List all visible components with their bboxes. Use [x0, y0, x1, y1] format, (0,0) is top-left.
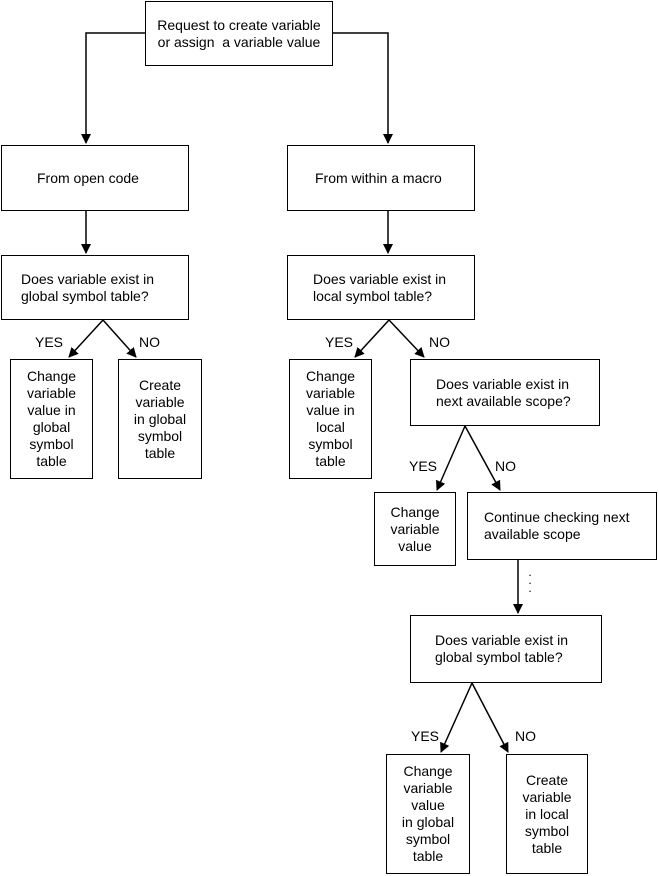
node-text: next available scope?	[436, 392, 571, 409]
node-text: table	[412, 848, 444, 864]
change-variable-value-box: Change variable value	[374, 492, 456, 566]
arrow-global-q1-no	[102, 319, 137, 358]
arrow-global-q2-no	[471, 682, 509, 753]
node-text: Change	[305, 368, 356, 384]
ellipsis-dots: . . .	[527, 565, 533, 595]
node-text: local symbol table?	[313, 287, 433, 304]
node-text: Change	[26, 368, 77, 384]
node-text: global symbol table?	[21, 287, 149, 304]
node-text: variable	[403, 780, 453, 796]
node-text: global	[32, 419, 71, 435]
node-text: symbol	[29, 436, 74, 452]
node-text: value	[411, 797, 445, 813]
arrow-request-to-open-code	[81, 32, 145, 144]
arrow-next-scope-no	[464, 425, 501, 491]
next-scope-question-box: Does variable exist in next available sc…	[410, 359, 600, 426]
no-label: NO	[139, 334, 160, 350]
global-symbol-table-question-box-2: Does variable exist in global symbol tab…	[410, 615, 602, 683]
macro-box: From within a macro	[287, 145, 475, 211]
node-text: or assign a variable value	[157, 33, 321, 50]
yes-label: YES	[411, 728, 440, 744]
open-code-box: From open code	[1, 145, 189, 211]
yes-label: YES	[325, 334, 354, 350]
node-text: variable	[26, 385, 77, 401]
node-text: local	[316, 419, 345, 435]
node-text: table	[36, 453, 67, 469]
request-box: Request to create variable or assign a v…	[145, 1, 333, 66]
local-symbol-table-question-box: Does variable exist in local symbol tabl…	[287, 255, 475, 320]
arrow-global-q1-yes	[68, 319, 104, 358]
node-text: value in	[27, 402, 76, 418]
continue-checking-box: Continue checking next available scope	[467, 492, 657, 560]
node-text: symbol	[524, 822, 570, 839]
node-text: table	[315, 453, 346, 469]
node-text: Change	[403, 763, 453, 779]
create-global-variable-box: Create variable in global symbol table	[118, 359, 202, 479]
change-global-value-box-2: Change variable value in global symbol t…	[386, 754, 470, 874]
node-text: value	[398, 537, 432, 554]
yes-label: YES	[409, 458, 438, 474]
node-text: Continue checking next	[484, 509, 630, 525]
node-text: Request to create variable	[157, 16, 321, 33]
node-text: Does variable exist in	[435, 632, 569, 648]
node-text: symbol	[137, 427, 183, 444]
node-text: Create	[138, 376, 182, 393]
node-text: value in	[306, 402, 355, 418]
node-text: Does variable exist in	[21, 270, 155, 287]
node-text: Change	[390, 503, 440, 520]
global-symbol-table-question-box: Does variable exist in global symbol tab…	[1, 255, 189, 320]
node-text: variable	[522, 788, 572, 805]
no-label: NO	[515, 728, 536, 744]
arrow-global-q2-yes	[440, 682, 473, 753]
create-local-variable-box: Create variable in local symbol table	[506, 754, 588, 874]
node-text: Does variable exist in	[313, 270, 447, 287]
node-text: variable	[390, 520, 440, 537]
ellipsis-text: . . .	[528, 565, 532, 595]
node-text: global symbol table?	[435, 649, 563, 665]
node-text: in global	[133, 410, 187, 427]
arrow-next-scope-yes	[436, 425, 466, 491]
node-text: Does variable exist in	[436, 375, 570, 392]
change-local-value-box: Change variable value in local symbol ta…	[289, 359, 372, 479]
node-text: variable	[135, 393, 185, 410]
node-text: in global	[401, 814, 455, 830]
no-label: NO	[429, 334, 450, 350]
change-global-value-box: Change variable value in global symbol t…	[10, 359, 93, 479]
node-text: table	[144, 444, 176, 461]
arrow-local-q-yes	[354, 319, 390, 358]
node-text: available scope	[484, 526, 581, 542]
node-text: table	[531, 839, 563, 856]
arrow-request-to-macro	[332, 32, 393, 144]
node-text: From within a macro	[315, 169, 442, 186]
node-text: From open code	[37, 169, 139, 186]
node-text: variable	[305, 385, 356, 401]
node-text: Create	[525, 771, 569, 788]
no-label: NO	[495, 458, 516, 474]
node-text: symbol	[308, 436, 353, 452]
node-text: in local	[525, 805, 569, 822]
arrow-local-q-no	[388, 319, 425, 358]
yes-label: YES	[35, 334, 64, 350]
node-text: symbol	[405, 831, 451, 847]
